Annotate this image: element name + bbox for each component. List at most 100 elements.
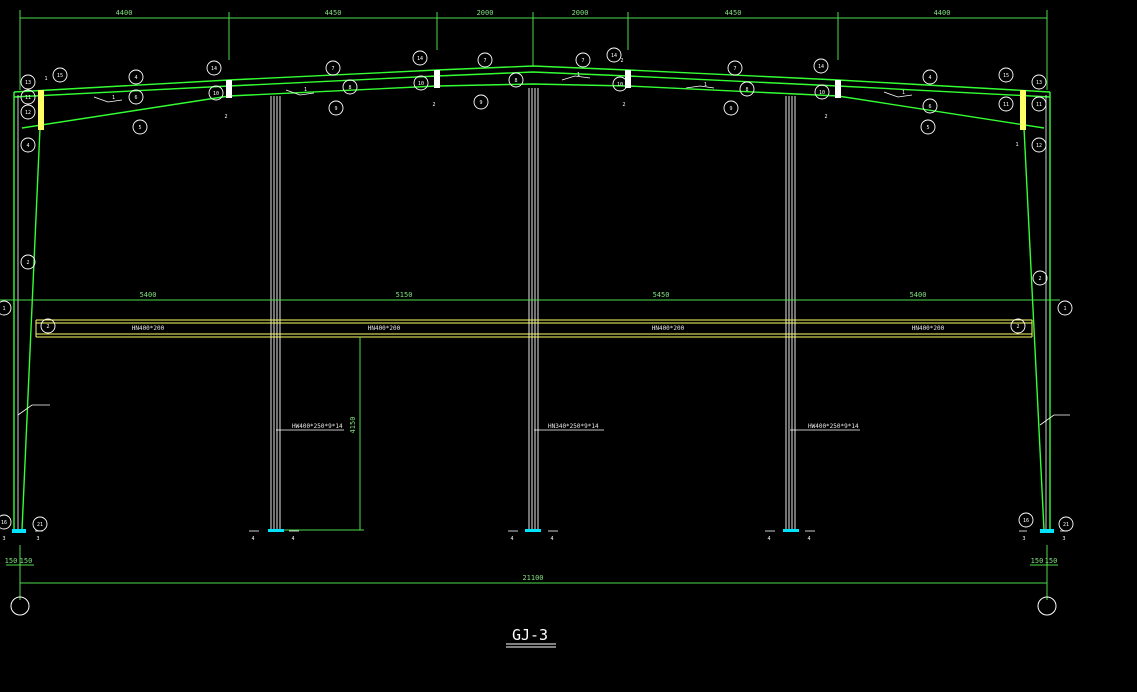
beam-label-2: HN400*200 [368,325,401,332]
mid-dim-3: 5450 [653,291,670,299]
callout-number: 2 [46,324,49,330]
top-dimension-chain [19,10,1048,90]
callout-circle [128,89,144,105]
callout-number: 21 [1063,522,1069,528]
top-dim-4: 2000 [572,9,589,17]
base-mark-1: 3 [2,536,5,542]
callout-number: 7 [581,58,584,64]
top-dim-3: 2000 [477,9,494,17]
callout-circle [1031,137,1047,153]
callout-circle [606,47,622,63]
height-dimension: 4150 [349,417,357,434]
callout-circle [1032,270,1048,286]
callout-circle [1031,96,1047,112]
splice-mark-2: 2 [432,102,435,108]
drawing-title: GJ-3 [512,626,548,644]
splice-mark-4: 2 [824,114,827,120]
callout-number: 8 [745,87,748,93]
grid-axis-bubbles [10,596,1057,616]
callout-number: 4 [928,75,931,81]
column-base-mark-6: 4 [807,536,810,542]
base-offset-3: 150 [1031,557,1044,565]
callout-circle [575,52,591,68]
beam-label-1: HN400*200 [132,325,165,332]
column-base-mark-4: 4 [550,536,553,542]
column-label-1: HW400*250*9*14 [292,423,343,430]
mid-dim-2: 5150 [396,291,413,299]
callout-circle [0,514,12,530]
top-dim-2: 4450 [325,9,342,17]
callout-circle [342,79,358,95]
callout-circle [998,96,1014,112]
callout-number: 7 [483,58,486,64]
callout-number: 9 [334,106,337,112]
callout-number: 4 [134,75,137,81]
beam-label-3: HN400*200 [652,325,685,332]
callout-number: 5 [926,125,929,131]
callout-circle [739,81,755,97]
callout-circle [20,137,36,153]
base-offset-4: 150 [1045,557,1058,565]
callout-circle [1010,318,1026,334]
callout-number: 10 [213,91,219,97]
callout-number: 2 [1038,276,1041,282]
base-offset-1: 150 [5,557,18,565]
callout-circle [208,85,224,101]
callout-circle [52,67,68,83]
callout-number: 14 [211,66,217,72]
callout-circle [920,119,936,135]
callout-number: 9 [479,100,482,106]
base-mark-4: 3 [1062,536,1065,542]
top-dim-1: 4400 [116,9,133,17]
callout-number: 13 [1036,80,1042,86]
callout-number: 11 [1003,102,1009,108]
left-outer-column [13,92,41,531]
slope-markers [17,75,1070,426]
callout-bubbles: 1315111242146514107891410789714107891410… [0,47,1074,532]
callout-number: 12 [1036,143,1042,149]
callout-number: 8 [348,85,351,91]
callout-circle [20,104,36,120]
base-offset-dims [6,545,1058,600]
right-outer-column [1023,92,1051,531]
callout-number: 2 [26,260,29,266]
column-base-mark-5: 4 [767,536,770,542]
callout-circle [0,300,12,316]
callout-number: 10 [418,81,424,87]
slope-label-2: 1 [304,87,307,93]
base-mark-2: 3 [36,536,39,542]
callout-circle [998,67,1014,83]
callout-circle [32,516,48,532]
callout-circle [922,69,938,85]
callout-number: 7 [331,66,334,72]
callout-number: 10 [617,82,623,88]
callout-circle [20,89,36,105]
interior-column-1 [270,96,281,530]
callout-number: 6 [134,95,137,101]
rafter-splices [38,70,1026,130]
callout-circle [727,60,743,76]
end-mark-2: 1 [1015,142,1018,148]
callout-number: 13 [25,80,31,86]
splice-mark-3: 2 [622,102,625,108]
callout-circle [508,72,524,88]
callout-circle [1018,512,1034,528]
column-label-3: HW400*250*9*14 [808,423,859,430]
callout-circle [1058,516,1074,532]
base-offset-2: 150 [20,557,33,565]
callout-circle [814,84,830,100]
title-underline [506,643,556,648]
callout-circle [473,94,489,110]
callout-number: 5 [138,125,141,131]
top-dim-6: 4400 [934,9,951,17]
callout-circle [1031,74,1047,90]
height-dimension-line [280,337,364,531]
callout-number: 6 [928,104,931,110]
mid-dim-1: 5400 [140,291,157,299]
callout-circle [206,60,222,76]
slope-label-3: 1 [577,72,580,78]
callout-number: 14 [417,56,423,62]
callout-number: 21 [37,522,43,528]
callout-number: 9 [729,106,732,112]
callout-circle [612,76,628,92]
